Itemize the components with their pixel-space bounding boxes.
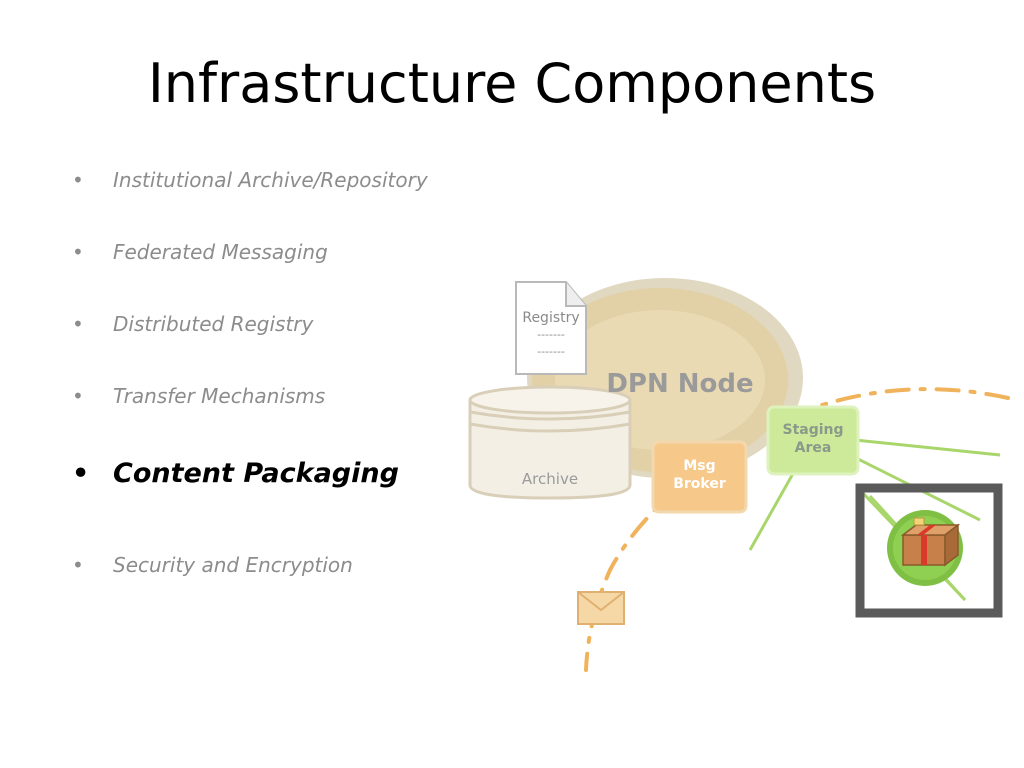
diagram-graphics: [468, 278, 1010, 672]
bullet-dot: •: [72, 553, 84, 577]
bullet-dot: •: [72, 168, 84, 192]
bullet-label: Federated Messaging: [113, 240, 328, 264]
dpn-node-label: DPN Node: [606, 369, 754, 399]
bullet-dot: •: [72, 458, 90, 489]
bullet-label: Content Packaging: [113, 458, 399, 489]
bullet-dot: •: [72, 312, 84, 336]
bullet-label: Distributed Registry: [113, 312, 314, 336]
registry-line: -------: [537, 345, 565, 358]
slide-title: Infrastructure Components: [147, 52, 877, 115]
document-icon: [515, 281, 587, 375]
msg-broker-label: Msg: [683, 458, 716, 474]
bullet-dot: •: [72, 384, 84, 408]
msg-broker-box: [651, 440, 748, 514]
registry-line: -------: [537, 328, 565, 341]
dpn-diagram: Registry ------- ------- DPN Node Archiv…: [460, 270, 1024, 680]
staging-area-label: Staging: [782, 422, 844, 438]
database-icon: [468, 385, 632, 500]
registry-label: Registry: [522, 310, 580, 326]
staging-area-label: Area: [794, 440, 832, 456]
staging-area-box: [766, 405, 860, 476]
package-frame: [855, 483, 1003, 618]
envelope-icon: [577, 591, 625, 625]
bullet-label: Security and Encryption: [113, 553, 353, 577]
bullet-label: Transfer Mechanisms: [113, 384, 326, 408]
bullet-dot: •: [72, 240, 84, 264]
bullet-label: Institutional Archive/Repository: [113, 168, 428, 192]
package-icon: [887, 510, 963, 586]
connector-line: [854, 438, 1001, 457]
archive-label: Archive: [521, 470, 579, 488]
msg-broker-label: Broker: [673, 476, 726, 492]
connector-line: [748, 469, 797, 551]
